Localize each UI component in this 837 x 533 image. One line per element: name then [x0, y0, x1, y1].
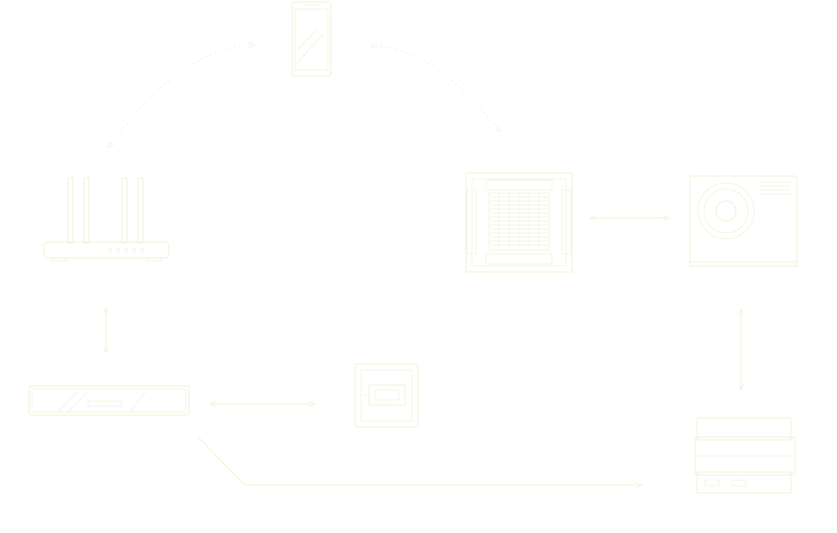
- wall-controller-icon: [354, 363, 419, 428]
- network-gateway-icon: [28, 385, 190, 416]
- din-rail-module-icon: [694, 417, 796, 494]
- connector-gateway-din: [197, 436, 642, 485]
- outdoor-heat-pump-icon: [689, 175, 798, 267]
- connector-phone-cassette: [371, 46, 501, 132]
- wifi-router-icon: [43, 177, 170, 262]
- smartphone-icon: [291, 1, 332, 77]
- cassette-ac-unit-icon: [465, 172, 573, 273]
- connector-phone-router: [108, 45, 255, 148]
